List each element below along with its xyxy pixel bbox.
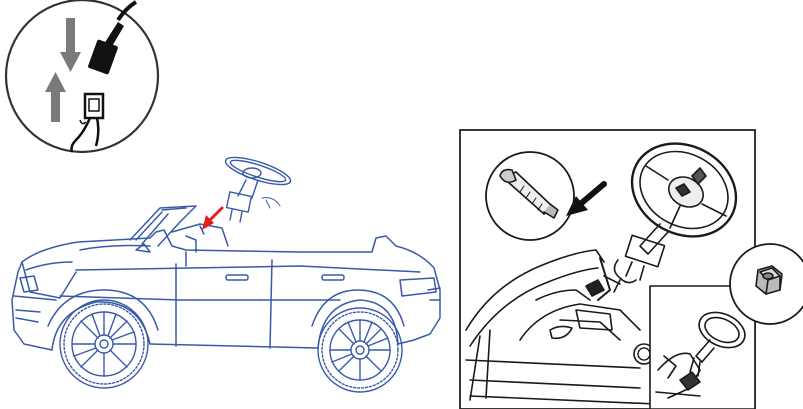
rear-wheel: [317, 307, 403, 393]
front-wheel: [59, 299, 149, 389]
bolt-icon: [499, 168, 559, 219]
connector-detail-panel: [4, 0, 160, 154]
socket-connector-icon: [70, 92, 105, 153]
steering-wheel-icon: [224, 156, 292, 223]
up-arrow-icon: [45, 72, 66, 122]
nut-icon: [755, 265, 783, 295]
detail-steering-wheel: [613, 142, 738, 293]
car-overview-panel: [11, 156, 441, 393]
down-arrow-icon: [60, 18, 81, 72]
nut-callout: [729, 243, 803, 325]
door-handle-front: [225, 274, 249, 281]
red-arrow-icon: [202, 206, 224, 230]
car-body: [11, 205, 441, 351]
connector-detail-circle: [4, 0, 160, 154]
door-handle-rear: [321, 274, 345, 281]
detail-dashboard: [465, 249, 657, 405]
black-arrow-icon: [566, 181, 607, 216]
bolt-callout: [485, 151, 575, 241]
steering-fastening-panel: [459, 129, 803, 409]
plug-connector-icon: [88, 0, 138, 75]
